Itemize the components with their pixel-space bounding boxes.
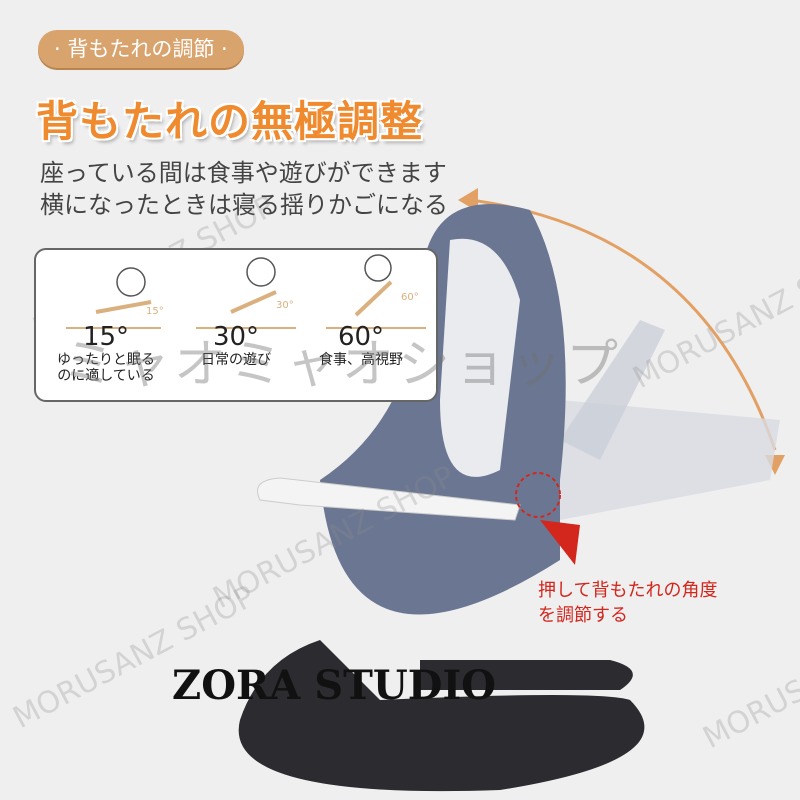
angle-option-15: 15° ゆったりと眠る のに適している [46,260,166,384]
angle-small-label: 15° [146,306,164,317]
angle-small-label: 60° [401,292,419,303]
angle-value: 60° [337,322,385,352]
baby-recline-icons [66,254,426,329]
angle-description: 食事、高視野 [319,352,403,368]
angle-description: ゆったりと眠る [57,352,155,368]
watermark-japanese: ミャオミャオショップ [62,335,623,395]
angle-option-30: 30° 日常の遊び [176,260,296,368]
headline: 背もたれの無極調整 [36,97,424,146]
subtitle-line: 座っている間は食事や遊びができます [40,159,447,187]
recline-angle-card: 15° ゆったりと眠る のに適している 30° 日常の遊び 60° 食事、高視野… [34,248,438,402]
angle-option-60: 60° 食事、高視野 [301,260,421,368]
angle-value: 15° [82,322,130,352]
angle-description: 日常の遊び [201,352,271,368]
angle-value: 30° [212,322,260,352]
angle-description: のに適している [57,368,155,384]
subtitle-line: 横になったときは寝る揺りかごになる [40,191,448,219]
angle-small-label: 30° [276,300,294,311]
adjust-note-line: 押して背もたれの角度 [538,580,718,601]
brand-watermark: ZORA STUDIO [172,662,497,709]
adjust-note-line: を調節する [538,605,628,626]
adjust-note: 押して背もたれの角度 を調節する [538,578,717,628]
section-badge: · 背もたれの調節 · [38,30,244,68]
